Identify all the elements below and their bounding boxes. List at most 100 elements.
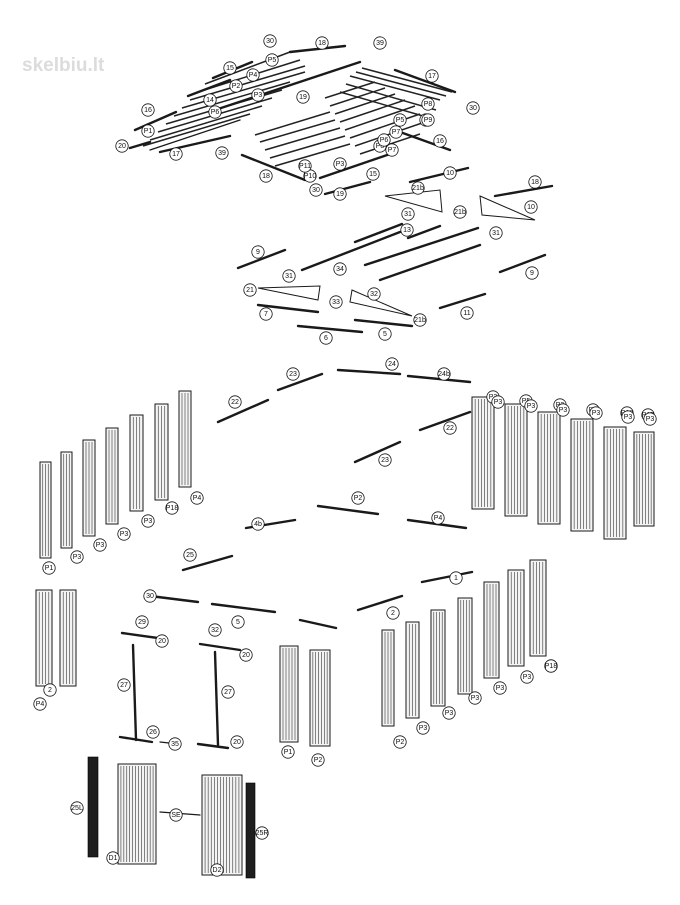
- label-circle: [169, 808, 183, 822]
- part-label: P3: [251, 88, 265, 102]
- part-label: 20: [239, 648, 253, 662]
- part-label: P9: [421, 113, 435, 127]
- label-text: P4: [434, 515, 443, 522]
- label-text: 29: [138, 619, 146, 626]
- label-circle: [282, 269, 296, 283]
- label-circle: [528, 175, 542, 189]
- label-text: 20: [233, 739, 241, 746]
- label-circle: [367, 287, 381, 301]
- part-label: P3: [493, 681, 507, 695]
- label-circle: [70, 550, 84, 564]
- part-label: 18: [528, 175, 542, 189]
- label-circle: [309, 183, 323, 197]
- part-label: 16: [141, 103, 155, 117]
- label-circle: [351, 491, 365, 505]
- top-rails: [181, 368, 474, 612]
- left-corner-post: [87, 756, 99, 858]
- watermark: skelbiu.lt: [22, 55, 105, 76]
- part-label: P4: [33, 697, 47, 711]
- label-text: 30: [146, 593, 154, 600]
- part-label: 5: [378, 327, 392, 341]
- label-circle: [168, 737, 182, 751]
- label-circle: [443, 421, 457, 435]
- label-circle: [311, 753, 325, 767]
- label-circle: [421, 97, 435, 111]
- wall-panel: [430, 609, 446, 707]
- label-circle: [263, 34, 277, 48]
- label-circle: [378, 453, 392, 467]
- label-text: P6: [211, 109, 220, 116]
- label-circle: [319, 331, 333, 345]
- label-circle: [141, 103, 155, 117]
- label-circle: [298, 159, 312, 173]
- wall-panel: [603, 426, 627, 540]
- label-text: 7: [264, 311, 268, 318]
- label-circle: [437, 367, 451, 381]
- label-text: D1: [109, 855, 118, 862]
- label-text: 18: [318, 40, 326, 47]
- label-text: D2: [213, 867, 222, 874]
- part-label: 17: [425, 69, 439, 83]
- label-text: 10: [446, 170, 454, 177]
- label-text: 30: [469, 105, 477, 112]
- label-text: P3: [489, 394, 498, 401]
- roof-assembly: [128, 44, 457, 196]
- part-label: P3: [589, 406, 603, 420]
- part-label: 20: [155, 634, 169, 648]
- label-text: 5: [236, 619, 240, 626]
- part-label: 19: [296, 90, 310, 104]
- front-frame: [118, 594, 338, 750]
- label-text: 27: [224, 689, 232, 696]
- label-circle: [333, 157, 347, 171]
- part-label: P6: [377, 133, 391, 147]
- label-text: P3: [527, 403, 536, 410]
- label-text: P8: [376, 143, 385, 150]
- label-circle: [208, 105, 222, 119]
- label-text: P3: [254, 92, 263, 99]
- label-circle: [146, 725, 160, 739]
- label-text: 23: [289, 371, 297, 378]
- part-label: 31: [401, 207, 415, 221]
- part-label: P18: [544, 659, 558, 673]
- label-circle: [373, 36, 387, 50]
- label-circle: [210, 863, 224, 877]
- label-circle: [449, 571, 463, 585]
- label-text: P3: [144, 518, 153, 525]
- label-circle: [433, 134, 447, 148]
- label-text: 2: [391, 610, 395, 617]
- part-label: 9: [251, 245, 265, 259]
- label-text: P3: [523, 674, 532, 681]
- label-text: P3: [494, 399, 503, 406]
- label-circle: [115, 139, 129, 153]
- part-label: 9: [525, 266, 539, 280]
- part-label: P5: [265, 53, 279, 67]
- label-text: 27: [120, 682, 128, 689]
- part-label: P3: [117, 527, 131, 541]
- label-circle: [621, 410, 635, 424]
- label-text: 26: [149, 729, 157, 736]
- wall-panel: [457, 597, 473, 695]
- label-text: 34: [336, 266, 344, 273]
- part-label: 20: [230, 735, 244, 749]
- label-circle: [466, 101, 480, 115]
- part-label: 2: [43, 683, 57, 697]
- label-text: 35: [171, 741, 179, 748]
- label-circle: [265, 53, 279, 67]
- label-text: 15: [369, 171, 377, 178]
- label-circle: [460, 306, 474, 320]
- label-text: P3: [419, 725, 428, 732]
- label-text: P4: [193, 495, 202, 502]
- part-label: 5: [231, 615, 245, 629]
- label-circle: [416, 721, 430, 735]
- label-text: 4b: [254, 521, 262, 528]
- label-text: P11: [299, 163, 311, 170]
- label-circle: [251, 517, 265, 531]
- label-circle: [228, 395, 242, 409]
- label-circle: [525, 266, 539, 280]
- label-circle: [259, 307, 273, 321]
- label-circle: [141, 514, 155, 528]
- wall-panel: [60, 451, 73, 549]
- label-text: 13: [403, 227, 411, 234]
- label-text: P5: [522, 398, 531, 405]
- part-label: 21: [243, 283, 257, 297]
